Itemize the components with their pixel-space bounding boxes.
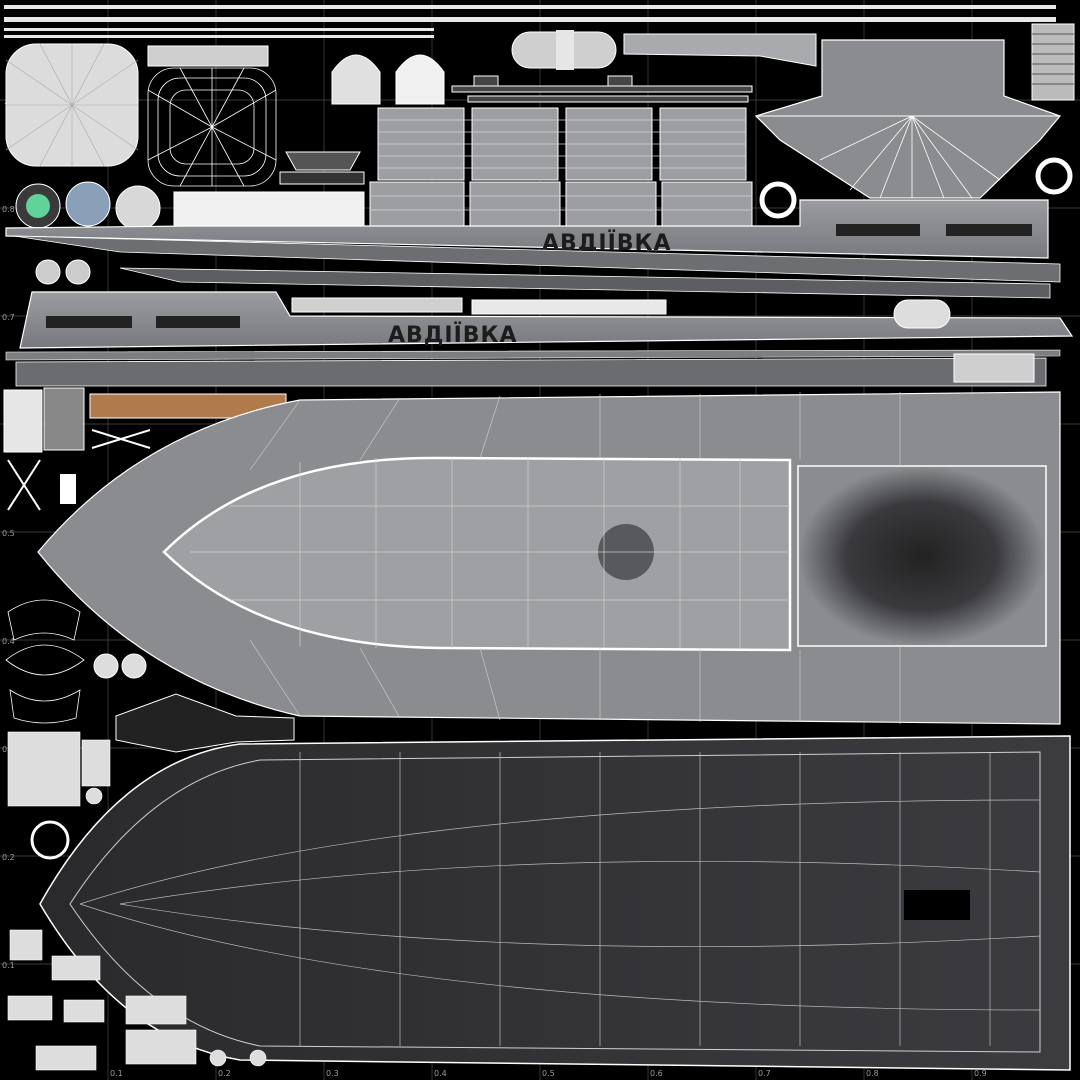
grill-patch: [953, 353, 1035, 383]
tire-rings: [759, 157, 1073, 219]
h-label: 0.6: [650, 1069, 663, 1078]
gradient-strip: [173, 191, 365, 227]
h-label: 0.5: [542, 1069, 555, 1078]
hull-side-lower: [19, 291, 1074, 349]
radial-wire-patch: [147, 67, 277, 187]
louver-lines: [1032, 33, 1074, 85]
hull-side-lower-windows: [46, 316, 240, 328]
h-label: 0.9: [974, 1069, 987, 1078]
hull-side-upper-windows: [836, 224, 1032, 236]
v-label: 0.8: [2, 205, 15, 214]
left-wire-gear: [5, 599, 85, 724]
v-label: 0.1: [2, 961, 15, 970]
rail-fixtures: [451, 75, 753, 103]
propeller-shaft: [115, 693, 295, 753]
hull-strake-upper-2: [119, 267, 1051, 299]
h-label: 0.7: [758, 1069, 771, 1078]
top-shell-patch: [5, 43, 139, 167]
h-label: 0.2: [218, 1069, 231, 1078]
h-label: 0.8: [866, 1069, 879, 1078]
h-label: 0.4: [434, 1069, 447, 1078]
hull-strake-upper: [13, 235, 1061, 283]
v-label: 0.5: [2, 529, 15, 538]
canopy-strip: [623, 33, 817, 67]
v-label: 0.2: [2, 853, 15, 862]
wheel-pair-2: [93, 653, 147, 679]
v-label: 0.4: [2, 637, 15, 646]
hull-name-lower: АВДІЇВКА: [388, 322, 518, 348]
wheelhouse-patch: [285, 151, 361, 171]
sensor-discs: [15, 181, 161, 231]
bottom-left-parts: [7, 731, 267, 1071]
deck-topview: [37, 391, 1061, 725]
wheel-pair: [35, 259, 91, 285]
roof-fan-patch: [754, 39, 1062, 199]
top-trim-strips: [4, 5, 1056, 38]
hull-side-upper: [5, 199, 1049, 259]
h-label: 0.1: [110, 1069, 123, 1078]
left-small-items: [3, 387, 287, 511]
rib-lines: [370, 119, 752, 211]
tire-flat: [893, 299, 951, 329]
h-label: 0.3: [326, 1069, 339, 1078]
hull-bottom: [39, 735, 1071, 1071]
vent-strip: [147, 45, 269, 67]
capsule-patch: [511, 30, 617, 70]
rail-band-2: [471, 299, 667, 315]
v-label: 0.7: [2, 313, 15, 322]
hull-strake-lower: [5, 349, 1061, 361]
dome-patches: [331, 54, 445, 105]
hull-strake-lower-2: [15, 357, 1047, 387]
rail-band: [291, 297, 463, 313]
louver-patch: [1031, 23, 1075, 101]
